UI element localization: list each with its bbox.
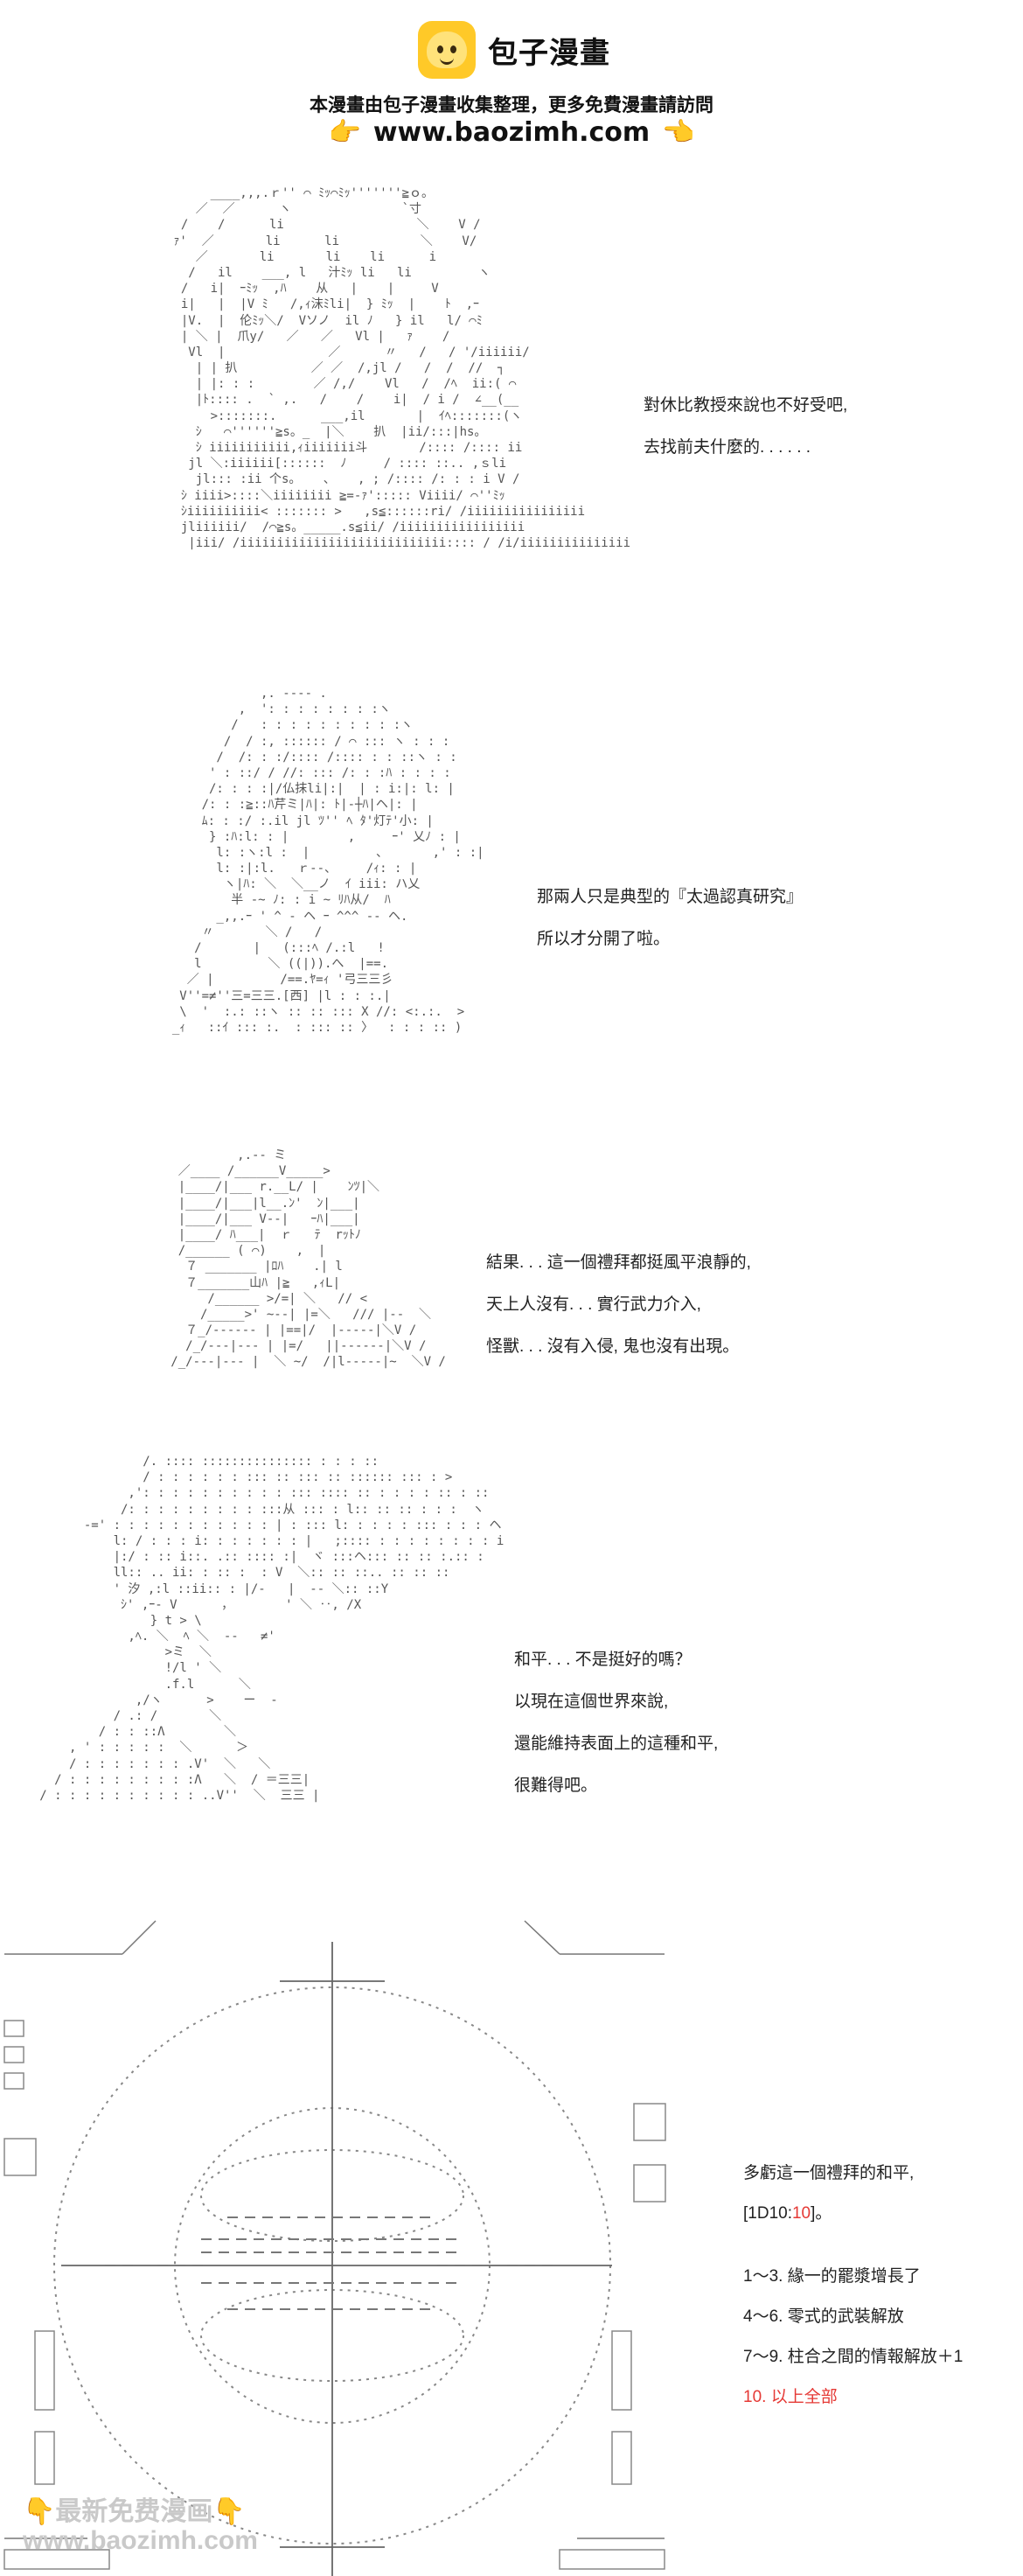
dialogue-block-2: 那兩人只是典型的『太過認真研究』 所以才分開了啦。 — [537, 876, 803, 960]
roll-intro-line: 多虧這一個禮拜的和平, — [743, 2164, 915, 2182]
pointing-right-icon: 👉 — [328, 117, 361, 148]
dialogue-line: 和平. . . 不是挺好的嗎？ — [514, 1651, 692, 1669]
dice-roll-line: [1D10:10]。 — [743, 2194, 914, 2234]
dialogue-line: 怪獸. . . 沒有入侵, 鬼也沒有出現。 — [486, 1337, 740, 1356]
dialogue-line: 結果. . . 這一個禮拜都挺風平浪靜的, — [486, 1253, 751, 1272]
dialogue-block-3: 結果. . . 這一個禮拜都挺風平浪靜的, 天上人沒有. . . 實行武力介入,… — [486, 1242, 751, 1368]
site-url-link[interactable]: www.baozimh.com — [372, 117, 651, 148]
watermark-line: 👇最新免费漫画👇 — [23, 2497, 246, 2526]
roll-options-list: 1～3. 緣一的罷漿增長了 4～6. 零式的武裝解放 7～9. 柱合之間的情報解… — [743, 2257, 963, 2418]
roll-option: 1～3. 緣一的罷漿增長了 — [743, 2267, 921, 2286]
dialogue-line: 以現在這個世界來說, — [514, 1693, 669, 1711]
bun-logo-icon — [418, 21, 476, 79]
pointing-left-icon: 👈 — [662, 117, 695, 148]
dice-suffix: ]。 — [811, 2204, 832, 2223]
dialogue-line: 那兩人只是典型的『太過認真研究』 — [537, 888, 804, 906]
ascii-art-building: ,.-- ミ ／____ /______V_____> |____/|___ r… — [170, 1148, 446, 1370]
dice-roll-block: 多虧這一個禮拜的和平, [1D10:10]。 — [743, 2154, 914, 2234]
ascii-art-character-2: ,. ---- . , ': : : : : : : :ヽ / : : : : … — [171, 687, 484, 1035]
dice-result: 10 — [791, 2204, 811, 2223]
dialogue-line: 很難得吧。 — [514, 1777, 598, 1795]
roll-option: 4～6. 零式的武裝解放 — [743, 2307, 904, 2326]
watermark: 👇最新免费漫画👇 www.baozimh.com — [5, 2482, 285, 2566]
ascii-art-character-3: /. :::: ::::::::::::::: : : : :: / : : :… — [39, 1455, 505, 1803]
dialogue-block-1: 對休比教授來說也不好受吧, 去找前夫什麼的. . . . . . — [644, 385, 847, 469]
scope-illustration — [3, 1920, 666, 2576]
url-row[interactable]: 👉 www.baozimh.com 👈 — [0, 117, 1023, 148]
scope-panel — [0, 1907, 1023, 2576]
ascii-art-character-1: ____,,,.ｒ'' ⌒ ﾐｯ⌒ﾐｯ'''''''≧ｏ。 ／ ／ ヽ `寸 /… — [173, 186, 631, 551]
dialogue-line: 還能維持表面上的這種和平, — [514, 1735, 719, 1753]
dialogue-line: 天上人沒有. . . 實行武力介入, — [486, 1295, 701, 1314]
watermark-url: www.baozimh.com — [23, 2526, 258, 2555]
dialogue-line: 所以才分開了啦。 — [537, 930, 671, 948]
logo-text: 包子漫畫 — [488, 35, 610, 71]
dialogue-line: 對休比教授來說也不好受吧, — [644, 396, 848, 415]
roll-option-selected: 10. 以上全部 — [743, 2388, 838, 2406]
site-logo[interactable]: 包子漫畫 — [418, 19, 610, 80]
site-header: 包子漫畫 本漫畫由包子漫畫收集整理，更多免費漫畫請訪問 👉 www.baozim… — [0, 0, 1023, 166]
source-notice: 本漫畫由包子漫畫收集整理，更多免費漫畫請訪問 — [310, 94, 713, 115]
dice-prefix: [1D10: — [743, 2204, 792, 2223]
dialogue-line: 去找前夫什麼的. . . . . . — [644, 438, 811, 457]
dialogue-block-4: 和平. . . 不是挺好的嗎？ 以現在這個世界來說, 還能維持表面上的這種和平,… — [514, 1639, 718, 1807]
roll-option: 7～9. 柱合之間的情報解放＋1 — [743, 2348, 964, 2366]
